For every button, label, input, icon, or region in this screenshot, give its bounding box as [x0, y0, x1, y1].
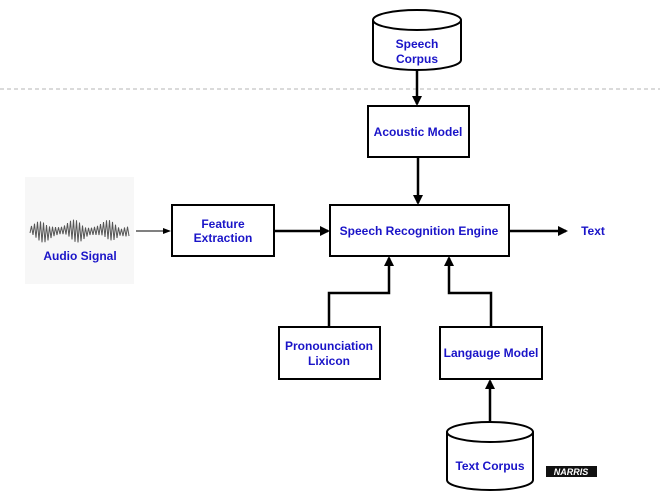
pronunciation-lexicon-label-line2: Lixicon — [308, 354, 350, 368]
text-output-label: Text — [581, 224, 605, 238]
audio-signal-node: Audio Signal — [25, 177, 134, 284]
acoustic-model-label: Acoustic Model — [374, 125, 463, 139]
speech-recognition-engine-node: Speech Recognition Engine — [329, 204, 510, 257]
language-model-node: Langauge Model — [439, 326, 543, 380]
pronunciation-lexicon-node: Pronounciation Lixicon — [278, 326, 381, 380]
waveform-icon — [29, 219, 130, 243]
audio-signal-label: Audio Signal — [43, 249, 116, 263]
text-corpus-label: Text Corpus — [455, 459, 524, 473]
feature-extraction-label-line1: Feature — [201, 217, 245, 231]
acoustic-model-node: Acoustic Model — [367, 105, 470, 158]
speech-corpus-label-line2: Corpus — [396, 52, 438, 66]
speech-recognition-engine-label: Speech Recognition Engine — [340, 224, 499, 238]
language-model-label: Langauge Model — [444, 346, 539, 360]
pronunciation-lexicon-label-line1: Pronounciation — [285, 339, 373, 353]
edge-lexicon-to-engine — [327, 256, 394, 327]
feature-extraction-node: Feature Extraction — [171, 204, 275, 257]
text-corpus-node: Text Corpus — [446, 421, 534, 491]
feature-extraction-label-line2: Extraction — [194, 231, 253, 245]
edge-language-model-to-engine — [444, 256, 493, 327]
narris-logo: NARRIS — [546, 466, 597, 477]
speech-corpus-label-line1: Speech — [396, 37, 439, 51]
narris-logo-text: NARRIS — [554, 467, 589, 477]
speech-corpus-node: Speech Corpus — [372, 9, 462, 71]
